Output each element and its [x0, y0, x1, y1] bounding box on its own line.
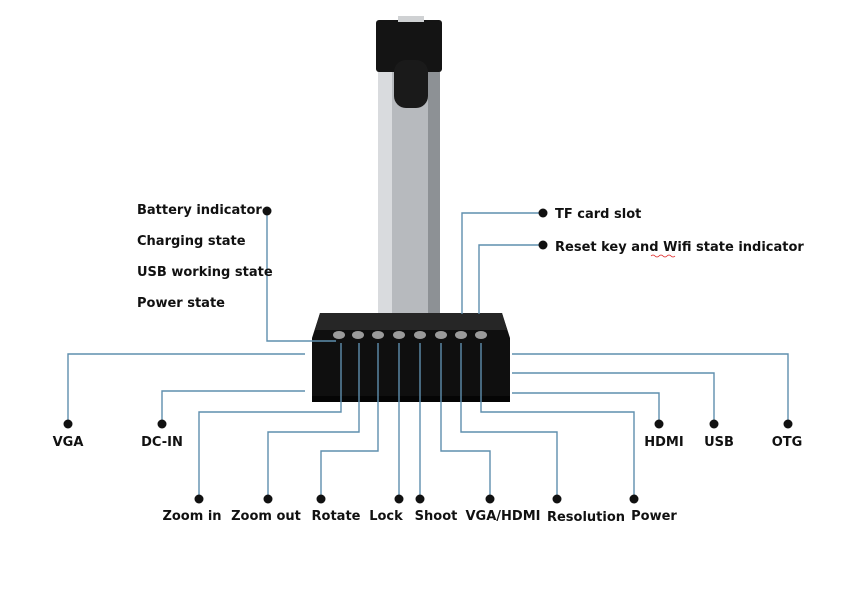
endpoint-dots [63, 206, 793, 504]
leader-vga [67, 353, 305, 422]
dot-shoot [415, 494, 425, 504]
camera-lens-window [394, 60, 428, 108]
label-resolution: Resolution [547, 510, 625, 525]
leader-tf-card [461, 212, 543, 314]
label-vga: VGA [53, 435, 84, 450]
leader-vga-hdmi [440, 343, 491, 497]
base-top-face [315, 313, 507, 330]
label-zoom-out: Zoom out [231, 509, 301, 524]
dot-reset-wifi [538, 240, 548, 250]
dot-usb [709, 419, 719, 429]
dot-power [629, 494, 639, 504]
label-dc-in: DC-IN [141, 435, 183, 450]
leader-resolution [460, 343, 558, 497]
usb-working-led [372, 331, 384, 339]
camera-pole [376, 16, 442, 322]
leader-rotate [320, 343, 379, 497]
charging-led [352, 331, 364, 339]
label-charging-state: Charging state [137, 234, 246, 249]
label-tf-card-slot: TF card slot [555, 207, 641, 222]
camera-head-top [398, 16, 424, 22]
leader-dc-in [161, 390, 305, 422]
label-otg: OTG [772, 435, 803, 450]
leader-zoom-in [198, 343, 342, 497]
power-state-led [393, 331, 405, 339]
dot-otg [783, 419, 793, 429]
leader-usb [512, 372, 715, 422]
leader-hdmi [512, 392, 660, 422]
power-key [475, 331, 487, 339]
label-lock: Lock [369, 509, 403, 524]
leader-battery [266, 212, 336, 342]
dot-lock [394, 494, 404, 504]
dot-vga-hdmi [485, 494, 495, 504]
resolution-key [455, 331, 467, 339]
leader-reset-wifi [478, 244, 543, 314]
dot-zoom-out [263, 494, 273, 504]
dot-tf-card [538, 208, 548, 218]
labels: Battery indicator Charging state USB wor… [53, 203, 805, 525]
spellcheck-underline [650, 254, 676, 258]
dot-hdmi [654, 419, 664, 429]
dot-rotate [316, 494, 326, 504]
leader-power [480, 343, 635, 497]
label-reset-wifi: Reset key and Wifi state indicator [555, 240, 804, 255]
vga-hdmi-key [435, 331, 447, 339]
dot-dc-in [157, 419, 167, 429]
leader-zoom-out [267, 343, 360, 497]
dot-resolution [552, 494, 562, 504]
label-battery-indicator: Battery indicator [137, 203, 262, 218]
camera-head-cap [376, 20, 442, 72]
label-hdmi: HDMI [644, 435, 683, 450]
leader-lines [67, 212, 789, 497]
dot-vga [63, 419, 73, 429]
label-shoot: Shoot [415, 509, 458, 524]
battery-led [333, 331, 345, 339]
base-bottom-edge [312, 396, 510, 402]
label-power: Power [631, 509, 677, 524]
pole-highlight [378, 22, 392, 322]
shoot-key [414, 331, 426, 339]
dot-battery [262, 206, 272, 216]
label-usb-working-state: USB working state [137, 265, 273, 280]
dot-zoom-in [194, 494, 204, 504]
label-zoom-in: Zoom in [162, 509, 221, 524]
pole-shadow [428, 22, 440, 322]
leader-otg [512, 353, 789, 422]
label-usb: USB [704, 435, 734, 450]
label-vga-hdmi: VGA/HDMI [466, 509, 541, 524]
label-power-state: Power state [137, 296, 225, 311]
label-rotate: Rotate [312, 509, 361, 524]
